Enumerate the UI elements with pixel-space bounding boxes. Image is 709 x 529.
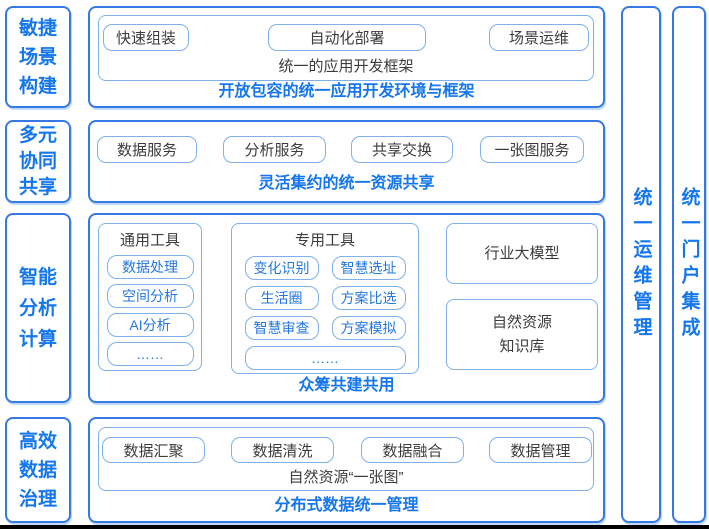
- node-change-detection: 变化识别: [244, 256, 319, 280]
- node-data-processing: 数据处理: [106, 255, 194, 279]
- node-industry-large-model: 行业大模型: [446, 223, 598, 284]
- node-plan-simulation: 方案模拟: [331, 316, 406, 340]
- section-resource-sharing: 数据服务 分析服务 共享交换 一张图服务 灵活集约的统一资源共享: [88, 120, 605, 203]
- node-special-tools-more: ……: [244, 346, 406, 370]
- node-quick-assembly: 快速组装: [103, 24, 189, 51]
- node-spatial-analysis: 空间分析: [106, 284, 194, 308]
- node-data-aggregation: 数据汇聚: [102, 437, 205, 463]
- bottom-divider: [0, 525, 709, 529]
- node-onemap-service: 一张图服务: [480, 136, 584, 163]
- row2-caption: 灵活集约的统一资源共享: [258, 175, 435, 192]
- node-scene-operations: 场景运维: [489, 24, 589, 51]
- section-app-development: 快速组装 自动化部署 场景运维 统一的应用开发框架 开放包容的统一应用开发环境与…: [88, 6, 605, 108]
- node-data-fusion: 数据融合: [361, 437, 464, 463]
- node-plan-comparison: 方案比选: [331, 286, 406, 310]
- node-analysis-service: 分析服务: [223, 136, 326, 163]
- node-data-cleaning: 数据清洗: [231, 437, 334, 463]
- left-label-intelligent-analysis-computing: 智能 分析 计算: [5, 213, 71, 403]
- onemap-box: 数据汇聚 数据清洗 数据融合 数据管理 自然资源“一张图”: [98, 427, 594, 491]
- special-tools-title: 专用工具: [294, 232, 355, 249]
- left-label-efficient-data-governance: 高效 数据 治理: [5, 417, 71, 523]
- node-natural-resources-knowledge-base: 自然资源 知识库: [446, 299, 598, 370]
- app-dev-framework-title: 统一的应用开发框架: [278, 58, 414, 75]
- section-intelligent-analysis: 通用工具 数据处理 空间分析 AI分析 …… 专用工具 变化识别 智慧选址 生活…: [88, 213, 605, 403]
- node-sharing-exchange: 共享交换: [351, 136, 453, 163]
- app-dev-framework-box: 快速组装 自动化部署 场景运维 统一的应用开发框架: [98, 15, 594, 81]
- row4-caption: 分布式数据统一管理: [274, 497, 419, 514]
- right-col-unified-portal-integration: 统一门户集成: [672, 6, 706, 523]
- node-general-tools-more: ……: [106, 342, 194, 366]
- row3-caption: 众筹共建共用: [298, 377, 395, 394]
- node-ai-analysis: AI分析: [106, 313, 194, 337]
- left-label-agile-scene-building: 敏捷 场景 构建: [5, 6, 71, 108]
- section-data-governance: 数据汇聚 数据清洗 数据融合 数据管理 自然资源“一张图” 分布式数据统一管理: [88, 417, 605, 523]
- node-life-circle: 生活圈: [244, 286, 319, 310]
- general-tools-title: 通用工具: [119, 232, 180, 249]
- general-tools-box: 通用工具 数据处理 空间分析 AI分析 ……: [98, 223, 202, 371]
- node-data-service: 数据服务: [97, 136, 197, 163]
- node-data-management: 数据管理: [489, 437, 592, 463]
- node-smart-site-selection: 智慧选址: [331, 256, 406, 280]
- node-automated-deployment: 自动化部署: [268, 24, 426, 51]
- onemap-title: 自然资源“一张图”: [288, 469, 404, 486]
- right-col-unified-ops-management: 统一运维管理: [621, 6, 661, 523]
- row1-caption: 开放包容的统一应用开发环境与框架: [218, 83, 475, 100]
- node-smart-review: 智慧审查: [244, 316, 319, 340]
- special-tools-box: 专用工具 变化识别 智慧选址 生活圈 方案比选 智慧审查 方案模拟 ……: [231, 223, 419, 374]
- left-label-multi-collaboration-sharing: 多元 协同 共享: [5, 120, 71, 203]
